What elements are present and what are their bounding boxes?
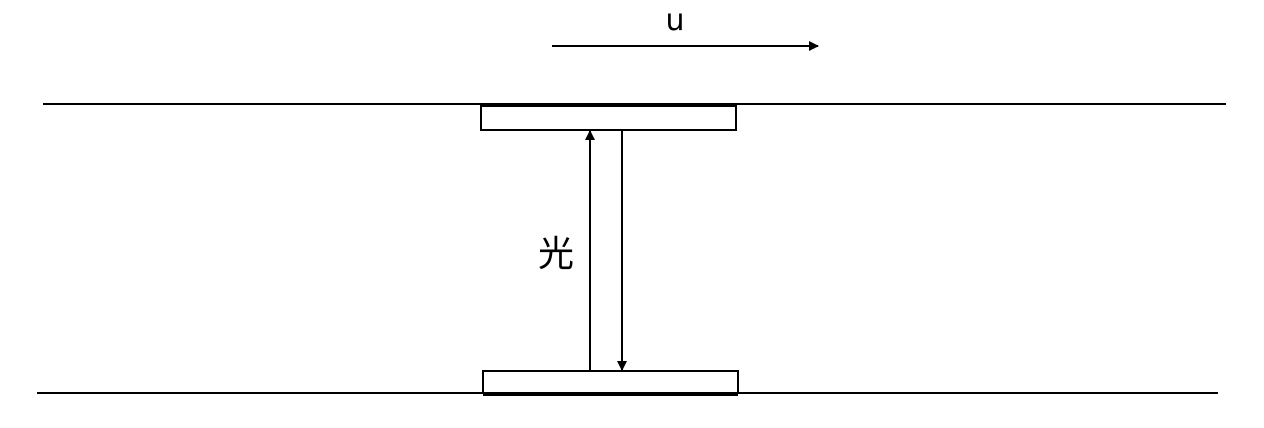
bottom-mirror: [482, 370, 739, 394]
velocity-label: u: [665, 3, 684, 38]
top-mirror: [480, 105, 737, 131]
light-label: 光: [538, 234, 574, 275]
